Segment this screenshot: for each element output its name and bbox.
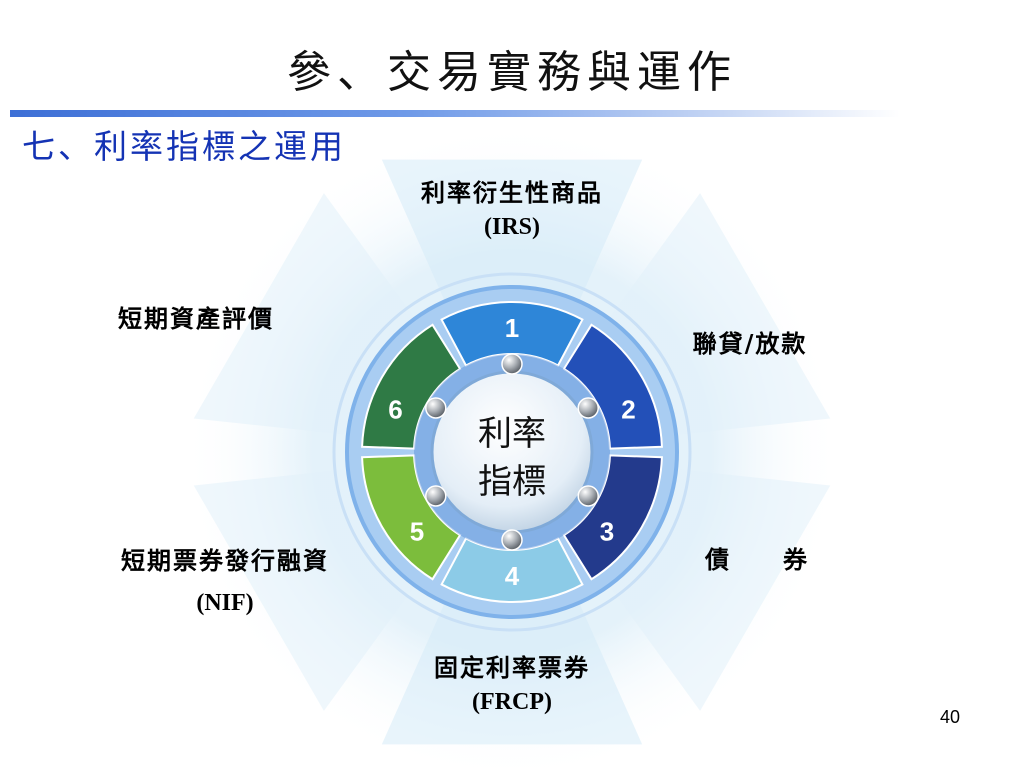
label-asset: 短期資產評價 (86, 302, 306, 336)
segments-layer (361, 301, 663, 603)
label-loan: 聯貸/放款 (660, 327, 840, 361)
label-bond-text: 債 券 (705, 545, 809, 574)
center-label-line1: 利率 (478, 414, 546, 454)
label-bond: 債 券 (672, 543, 842, 577)
label-irs: 利率衍生性商品 (IRS) (362, 176, 662, 244)
title-underline-bar (10, 110, 900, 117)
label-frcp-line2: (FRCP) (472, 689, 552, 715)
label-irs-line1: 利率衍生性商品 (421, 178, 603, 207)
label-loan-text: 聯貸/放款 (692, 329, 808, 358)
slide-title: 參、交易實務與運作 (287, 47, 737, 98)
label-nif-line1: 短期票券發行融資 (121, 546, 329, 575)
segment-2 (562, 323, 663, 450)
outer-ring (332, 272, 692, 632)
label-asset-text: 短期資產評價 (118, 304, 274, 333)
slide-subtitle: 七、利率指標之運用 (22, 127, 346, 166)
segment-number-5: 5 (410, 517, 424, 547)
label-nif: 短期票券發行融資 (NIF) (80, 540, 370, 624)
segment-number-2: 2 (621, 395, 635, 425)
segment-6 (361, 323, 462, 450)
connector-ball-1 (501, 353, 523, 375)
segment-4 (440, 537, 584, 603)
segment-1 (440, 301, 584, 367)
label-nif-line2: (NIF) (196, 590, 254, 616)
segment-number-1: 1 (505, 313, 519, 343)
segment-5 (361, 454, 462, 581)
connector-ball-4 (501, 529, 523, 551)
center-label-line2: 指標 (478, 462, 546, 502)
connector-ball-6 (425, 397, 447, 419)
segment-number-4: 4 (505, 561, 520, 591)
connector-ball-3 (577, 485, 599, 507)
balls-layer: 1 2 3 4 5 6 (388, 313, 636, 591)
page-number: 40 (939, 707, 960, 727)
label-irs-line2: (IRS) (483, 214, 540, 240)
label-frcp: 固定利率票券 (FRCP) (362, 651, 662, 719)
segment-number-6: 6 (388, 395, 402, 425)
connector-ball-5 (425, 485, 447, 507)
label-frcp-line1: 固定利率票券 (434, 653, 590, 682)
segment-3 (562, 454, 663, 581)
segment-number-3: 3 (600, 517, 614, 547)
connector-ball-2 (577, 397, 599, 419)
